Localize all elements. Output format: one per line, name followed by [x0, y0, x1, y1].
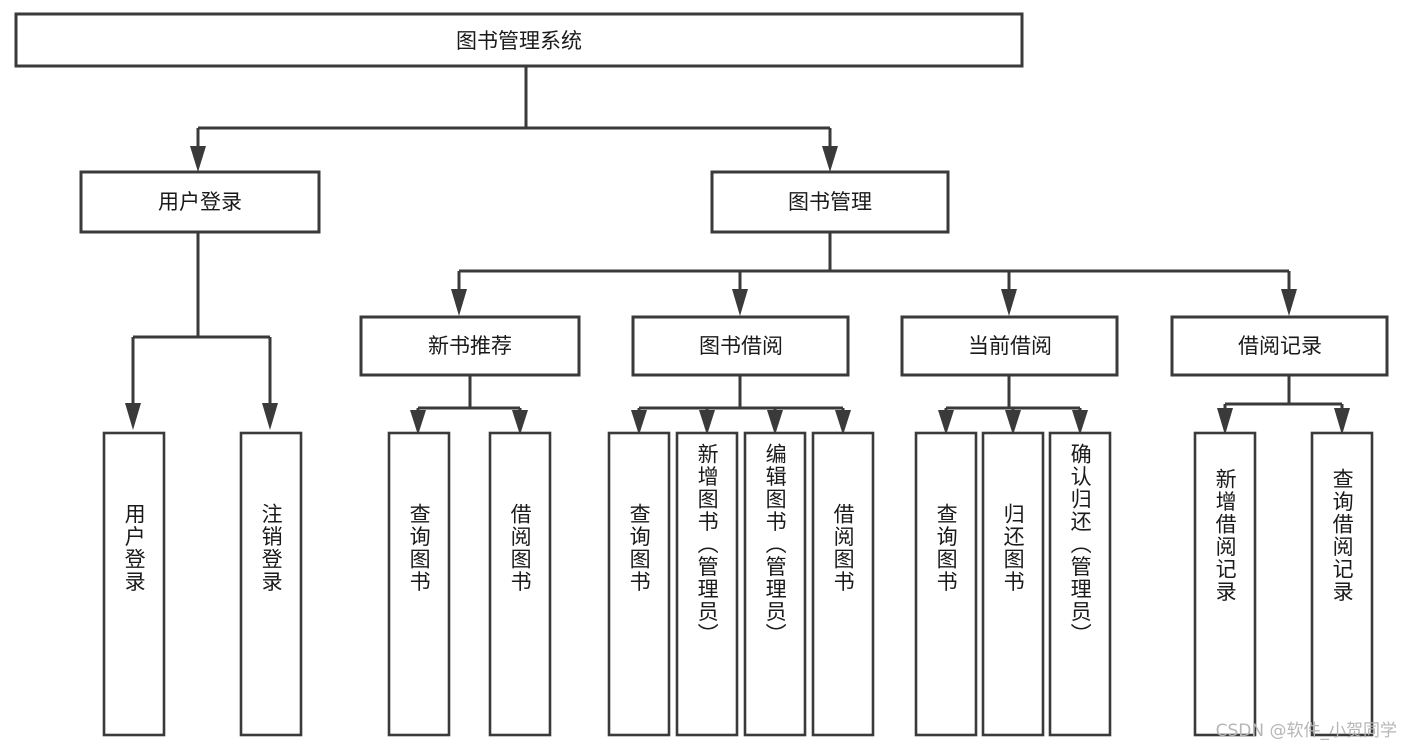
arrow-head-leaf-return-book — [1005, 410, 1021, 435]
arrow-head-user-login — [190, 146, 206, 172]
node-box-group: 图书管理系统 用户登录 图书管理 新书推荐 图书借阅 当前借阅 借阅记录 — [14, 12, 1389, 377]
node-root-box[interactable] — [14, 12, 1024, 68]
leaf-add-book-box[interactable] — [675, 431, 739, 737]
arrow-head-leaf-user-login — [125, 403, 141, 430]
arrow-head-leaf-add-record — [1217, 408, 1233, 435]
leaf-return-book-box[interactable] — [981, 431, 1045, 737]
node-root-label: 图书管理系统 — [456, 29, 582, 53]
node-borrow-record-label: 借阅记录 — [1238, 334, 1322, 358]
arrow-head-leaf-query-book-1 — [410, 410, 426, 435]
leaf-user-logout-box[interactable] — [239, 431, 303, 737]
node-book-borrow-box[interactable] — [631, 315, 850, 377]
leaf-query-book-2-box[interactable] — [607, 431, 671, 737]
leaf-user-login-box[interactable] — [102, 431, 166, 737]
node-user-login-label: 用户登录 — [158, 190, 242, 214]
node-new-book-recommend-label: 新书推荐 — [428, 334, 512, 358]
node-user-login-box[interactable] — [79, 170, 321, 234]
leaf-query-book-3-box[interactable] — [914, 431, 978, 737]
arrow-head-current-borrow — [1001, 289, 1017, 316]
node-book-borrow-label: 图书借阅 — [699, 334, 783, 358]
arrow-head-new-book-recommend — [451, 289, 467, 316]
connector-group — [125, 66, 1350, 435]
node-new-book-recommend-box[interactable] — [359, 315, 581, 377]
arrow-head-leaf-user-logout — [262, 403, 278, 430]
arrow-head-leaf-query-book-3 — [938, 410, 954, 435]
leaf-borrow-book-1-box[interactable] — [488, 431, 552, 737]
arrow-head-book-borrow — [732, 289, 748, 316]
arrow-head-leaf-borrow-book-2 — [835, 410, 851, 435]
leaf-borrow-book-2-box[interactable] — [811, 431, 875, 737]
node-book-manage-label: 图书管理 — [788, 190, 872, 214]
arrow-head-leaf-edit-book — [767, 410, 783, 435]
arrow-head-borrow-record — [1281, 289, 1297, 316]
node-current-borrow-box[interactable] — [900, 315, 1119, 377]
arrow-head-leaf-query-record — [1334, 408, 1350, 435]
leaf-add-record-box[interactable] — [1193, 431, 1257, 737]
node-book-manage-box[interactable] — [710, 170, 950, 234]
leaf-query-book-1-box[interactable] — [387, 431, 451, 737]
node-borrow-record-box[interactable] — [1170, 315, 1389, 377]
leaf-box-group — [102, 431, 1374, 737]
arrow-head-leaf-confirm-return — [1072, 410, 1088, 435]
arrow-head-leaf-add-book — [699, 410, 715, 435]
arrow-head-book-manage — [822, 146, 838, 172]
leaf-edit-book-box[interactable] — [743, 431, 807, 737]
arrow-head-leaf-borrow-book-1 — [512, 410, 528, 435]
leaf-confirm-return-box[interactable] — [1048, 431, 1112, 737]
leaf-query-record-box[interactable] — [1310, 431, 1374, 737]
arrow-head-leaf-query-book-2 — [631, 410, 647, 435]
node-current-borrow-label: 当前借阅 — [968, 334, 1052, 358]
